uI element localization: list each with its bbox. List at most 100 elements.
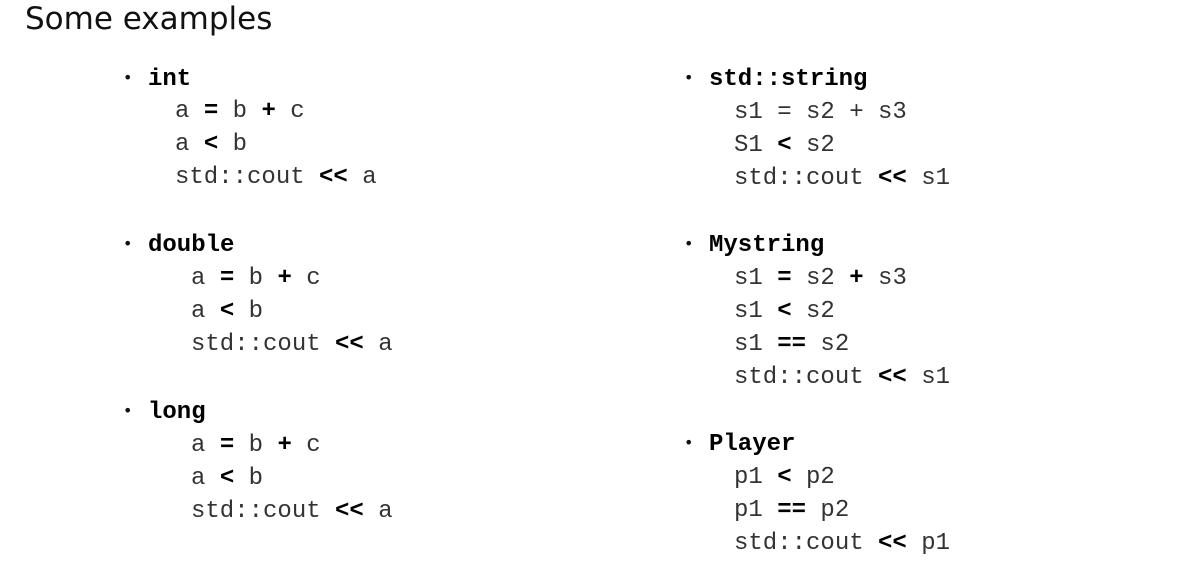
operator-token: =: [777, 265, 792, 292]
code-token: s2: [791, 265, 850, 292]
code-token: a: [191, 465, 220, 492]
code-token: s3: [863, 265, 907, 292]
code-token: s1: [906, 364, 951, 391]
type-name: Player: [709, 431, 796, 458]
bullet-icon: •: [123, 234, 133, 253]
type-name: std::string: [709, 66, 868, 93]
code-token: a: [363, 331, 393, 358]
type-name: int: [148, 66, 192, 93]
code-token: b: [234, 465, 264, 492]
code-token: p1: [734, 464, 778, 491]
operator-token: <<: [335, 498, 364, 525]
operator-token: <: [777, 464, 792, 491]
code-line: a < b: [191, 295, 393, 328]
code-token: s2: [791, 132, 835, 159]
code-token: p2: [791, 464, 835, 491]
code-token: b: [218, 98, 262, 125]
code-line: s1 = s2 + s3: [734, 262, 950, 295]
code-token: std::cout: [734, 530, 879, 557]
operator-token: =: [219, 265, 235, 292]
code-token: b: [234, 432, 278, 459]
code-token: std::cout: [191, 331, 336, 358]
operator-token: <<: [878, 364, 907, 391]
operator-token: =: [203, 98, 219, 125]
code-token: a: [191, 298, 220, 325]
code-line: S1 < s2: [734, 129, 950, 162]
type-name: double: [148, 232, 235, 259]
code-token: s2: [806, 331, 850, 358]
operator-token: <<: [878, 530, 907, 557]
code-token: std::cout: [734, 364, 879, 391]
code-line: std::cout << s1: [734, 162, 950, 195]
code-token: b: [234, 298, 264, 325]
code-line: s1 == s2: [734, 328, 950, 361]
code-line: p1 == p2: [734, 494, 950, 527]
operator-token: <: [777, 298, 792, 325]
code-token: std::cout: [734, 165, 879, 192]
code-token: c: [275, 98, 305, 125]
code-line: a = b + c: [175, 95, 377, 128]
operator-token: +: [277, 265, 292, 292]
code-token: a: [347, 164, 377, 191]
operator-token: <<: [878, 165, 907, 192]
operator-token: ==: [777, 331, 807, 358]
code-token: a: [175, 131, 204, 158]
operator-token: +: [277, 432, 292, 459]
bullet-icon: •: [684, 68, 694, 87]
bullet-icon: •: [123, 401, 133, 420]
code-line: s1 < s2: [734, 295, 950, 328]
code-line: std::cout << p1: [734, 527, 950, 560]
code-token: s1: [734, 298, 778, 325]
code-line: std::cout << a: [175, 161, 377, 194]
type-name: Mystring: [709, 232, 825, 259]
code-line: std::cout << a: [191, 328, 393, 361]
code-token: s1: [734, 265, 778, 292]
code-line: a = b + c: [191, 262, 393, 295]
code-token: s2: [791, 298, 835, 325]
slide-title: Some examples: [25, 1, 273, 37]
code-token: p1: [734, 497, 778, 524]
code-token: p1: [906, 530, 951, 557]
code-line: p1 < p2: [734, 461, 950, 494]
code-token: a: [191, 265, 220, 292]
bullet-icon: •: [123, 68, 133, 87]
code-token: c: [291, 432, 321, 459]
code-token: p2: [806, 497, 850, 524]
code-token: std::cout: [175, 164, 320, 191]
operator-token: <: [219, 298, 235, 325]
code-token: a: [363, 498, 393, 525]
code-line: s1 = s2 + s3: [734, 96, 950, 129]
code-token: s1: [734, 331, 778, 358]
code-token: b: [218, 131, 248, 158]
code-token: s1 = s2 + s3: [734, 99, 907, 126]
code-token: b: [234, 265, 278, 292]
operator-token: <: [219, 465, 235, 492]
code-line: a = b + c: [191, 429, 393, 462]
code-line: std::cout << s1: [734, 361, 950, 394]
operator-token: ==: [777, 497, 807, 524]
bullet-icon: •: [684, 234, 694, 253]
code-line: a < b: [191, 462, 393, 495]
operator-token: <<: [335, 331, 364, 358]
code-token: a: [175, 98, 204, 125]
operator-token: +: [261, 98, 276, 125]
operator-token: <<: [319, 164, 348, 191]
operator-token: +: [849, 265, 864, 292]
operator-token: =: [219, 432, 235, 459]
code-line: a < b: [175, 128, 377, 161]
code-token: s1: [906, 165, 951, 192]
type-name: long: [148, 399, 206, 426]
operator-token: <: [777, 132, 792, 159]
code-token: std::cout: [191, 498, 336, 525]
